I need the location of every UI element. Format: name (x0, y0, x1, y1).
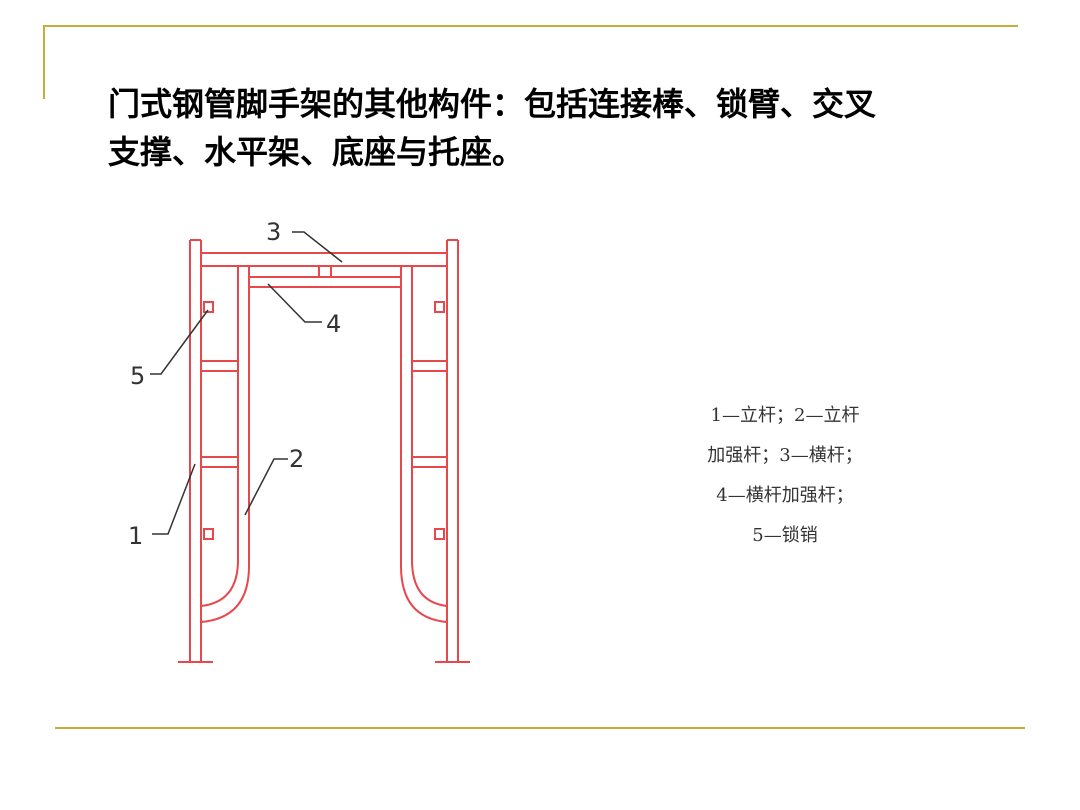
title-line-1: 门式钢管脚手架的其他构件：包括连接棒、锁臂、交叉 (108, 85, 877, 123)
callout-1: 1 (128, 522, 143, 550)
right-reinforcing-upright (400, 266, 448, 623)
diagram-legend: 1—立杆；2—立杆 加强杆；3—横杆； 4—横杆加强杆； 5—锁销 (690, 396, 880, 556)
leader-2 (244, 458, 288, 516)
legend-line-1: 1—立杆；2—立杆 (710, 405, 860, 426)
leader-5 (150, 309, 209, 375)
title-line-2: 支撑、水平架、底座与托座。 (108, 133, 525, 171)
right-upright (435, 239, 470, 663)
reinforcing-crossbar (249, 266, 401, 288)
frame-drawing (178, 239, 470, 663)
leader-3 (292, 231, 343, 263)
left-rungs (201, 360, 238, 468)
bottom-rule (55, 727, 1025, 729)
leader-4 (267, 283, 322, 323)
top-crossbar (201, 252, 447, 267)
legend-line-4: 5—锁销 (752, 525, 818, 546)
legend-line-3: 4—横杆加强杆； (716, 485, 854, 506)
callout-4: 4 (326, 310, 341, 338)
leader-1 (152, 463, 196, 535)
leader-lines (150, 231, 343, 535)
callout-3: 3 (266, 218, 281, 246)
legend-line-2: 加强杆；3—横杆； (707, 445, 863, 466)
callout-2: 2 (289, 445, 304, 473)
top-rule (43, 25, 1018, 27)
lock-pins (203, 301, 445, 540)
left-reinforcing-upright (200, 266, 250, 623)
right-rungs (412, 360, 447, 468)
slide-title: 门式钢管脚手架的其他构件：包括连接棒、锁臂、交叉 支撑、水平架、底座与托座。 (108, 80, 1008, 176)
left-upright (178, 239, 213, 663)
callout-5: 5 (130, 362, 145, 390)
left-rule (43, 25, 45, 99)
